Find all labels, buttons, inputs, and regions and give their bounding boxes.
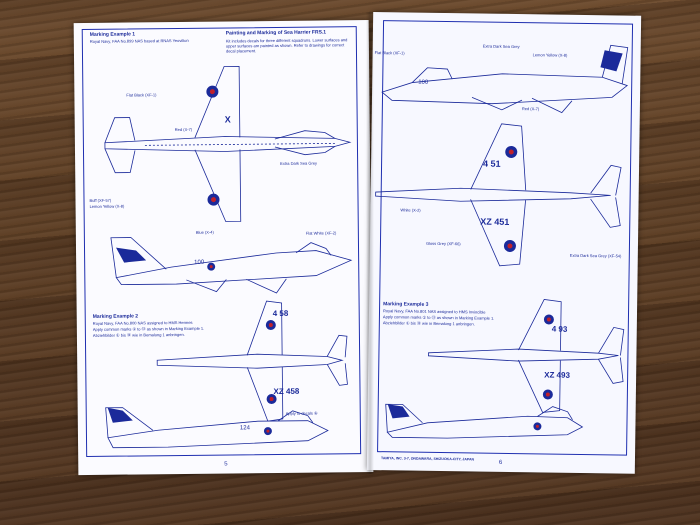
callout-right-extra-dark-sea-grey: Extra Dark Sea Grey: [482, 43, 520, 50]
callout-right-lemon-yellow: Lemon Yellow (X-8): [532, 52, 568, 58]
instruction-page-left: Marking Example 1 Royal Navy, FAA No.899…: [73, 20, 374, 476]
page-number-right: 6: [498, 459, 503, 466]
aircraft-side-view-1: [110, 237, 353, 294]
callout-right-flat-black: Flat Black (XF-1): [374, 50, 405, 56]
callout-blue: Blue (X-4): [195, 229, 214, 235]
callout-red: Red (X-7): [174, 126, 193, 133]
aircraft-code-side-2: 124: [239, 425, 250, 432]
callout-buff: Buff (XF-57): [89, 197, 112, 203]
callout-right-sea-grey: Extra Dark Sea Grey (XF-54): [569, 252, 622, 259]
aircraft-top-view-2: [156, 300, 348, 422]
instruction-page-right: 100 4 51 XZ 451 Marking Example 3 Royal …: [366, 12, 642, 474]
aircraft-top-view-right-2: [427, 299, 625, 413]
page-fold: [366, 12, 374, 474]
aircraft-side-view-right-2: [385, 403, 584, 439]
callout-right-gloss-grey: Gloss Grey (XF-66): [425, 240, 461, 247]
callout-extra-dark-sea-grey: Extra Dark Sea Grey: [280, 160, 318, 166]
aircraft-top-view-right-1: [375, 123, 622, 267]
callout-apply-decals: Apply to decals ⑥: [285, 410, 318, 416]
callout-right-red: Red (X-7): [521, 106, 540, 112]
aircraft-side-view-right: [381, 44, 629, 114]
page-number-left: 5: [224, 461, 228, 468]
callout-flat-white: Flat White (XF-2): [305, 230, 337, 236]
aircraft-side-view-2: [105, 407, 329, 449]
callout-flat-black: Flat Black (XF-1): [126, 92, 157, 98]
callout-right-white: White (X-2): [400, 207, 421, 213]
aircraft-top-view-1: [104, 65, 352, 222]
callout-lemon-yellow: Lemon Yellow (X-8): [89, 203, 125, 209]
